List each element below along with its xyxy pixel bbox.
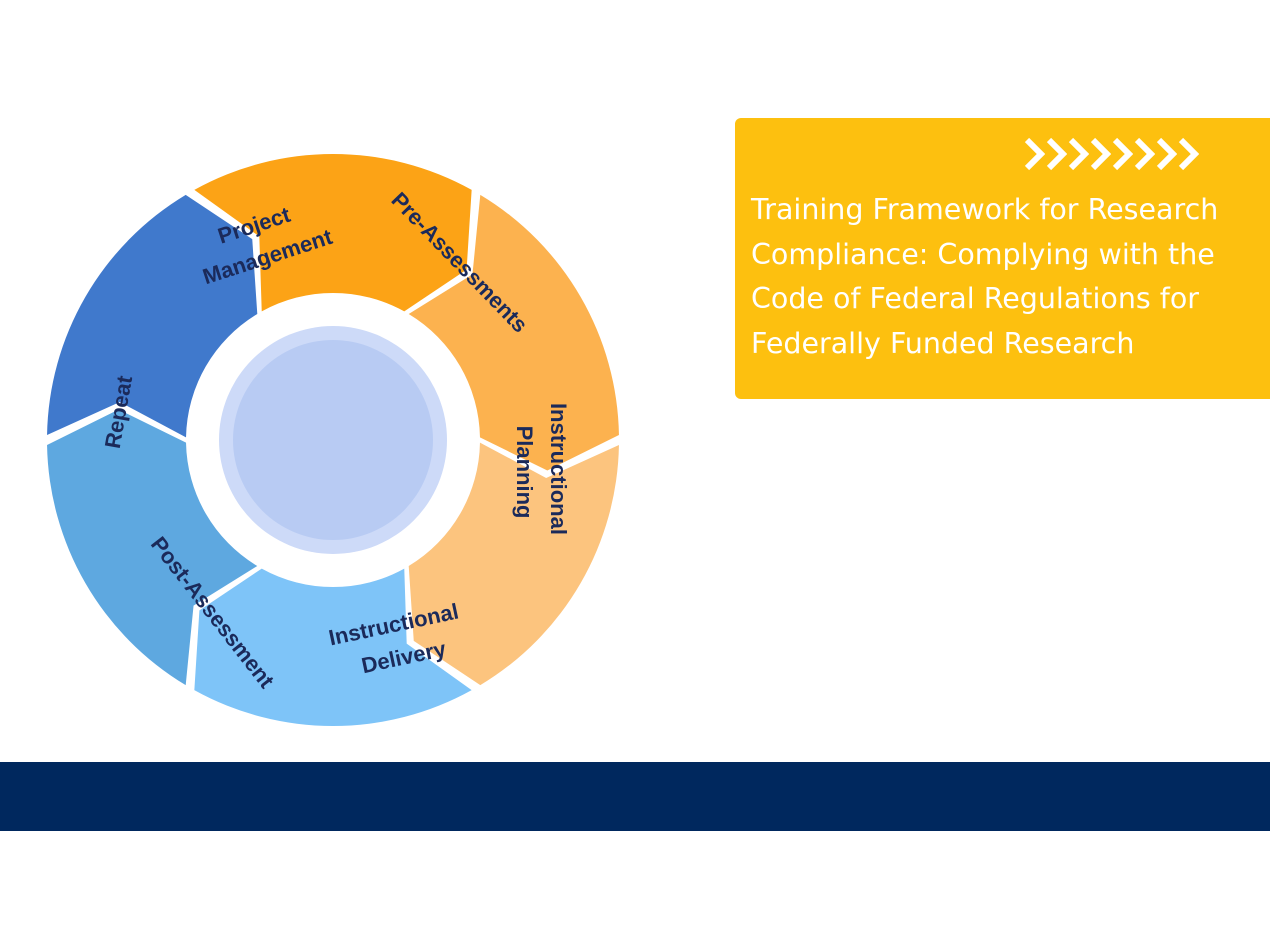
chevron-right-icon	[1134, 137, 1155, 171]
segment-instructional-delivery	[194, 568, 472, 726]
chevron-right-icon	[1178, 137, 1199, 171]
segment-repeat	[47, 194, 258, 438]
chevron-right-icon	[1024, 137, 1045, 171]
segment-pre-assessments	[408, 194, 619, 471]
chevron-right-icon	[1156, 137, 1177, 171]
segment-post-assessment	[47, 409, 258, 686]
chevron-right-icon	[1068, 137, 1089, 171]
chevron-right-icon	[1112, 137, 1133, 171]
chevron-right-icon	[1090, 137, 1111, 171]
segments-group	[47, 154, 619, 726]
center-circle	[233, 340, 433, 540]
title-box: Training Framework for Research Complian…	[735, 118, 1270, 399]
segment-project-management	[194, 154, 472, 312]
footer-band	[0, 762, 1270, 831]
segment-label-instructional-planning: Instructional Planning	[512, 403, 571, 541]
segment-instructional-planning	[408, 442, 619, 686]
page-title: Training Framework for Research Complian…	[751, 193, 1219, 360]
chevron-strip	[1023, 136, 1199, 172]
chevron-right-icon	[1046, 137, 1067, 171]
